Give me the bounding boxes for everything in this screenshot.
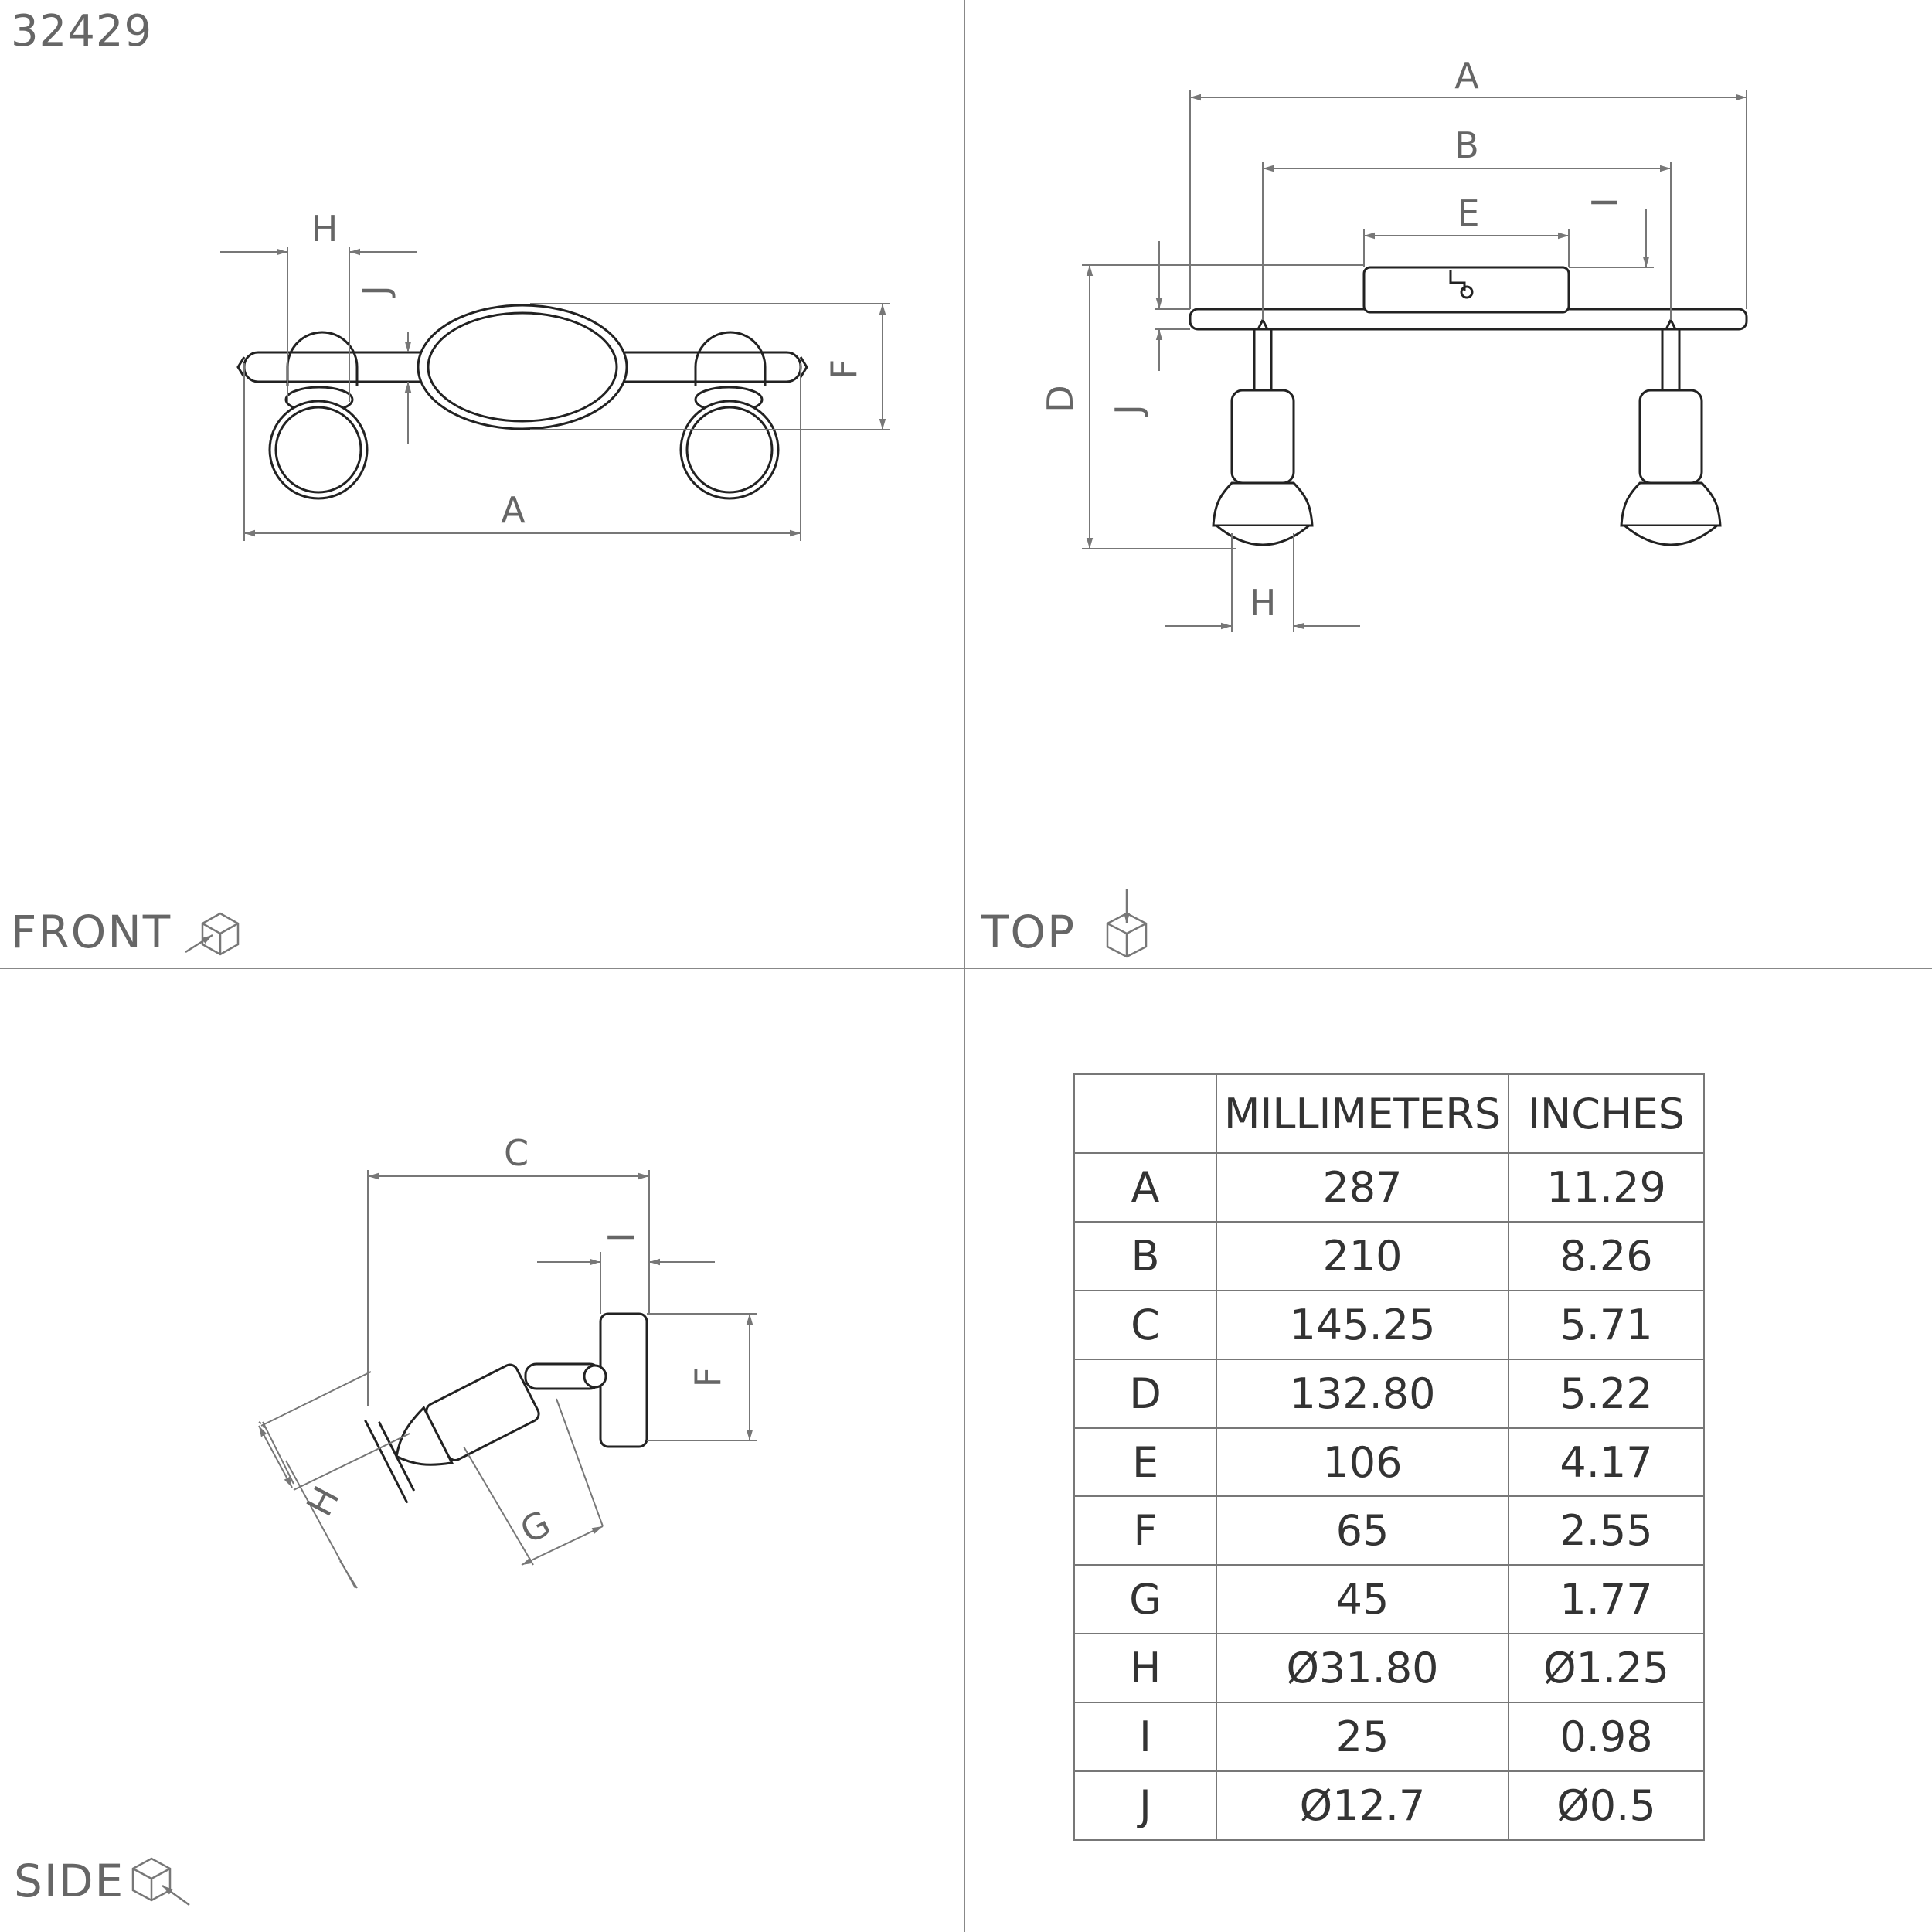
row-mm: Ø12.7	[1216, 1770, 1509, 1841]
table-row: E 106 4.17	[1073, 1427, 1705, 1498]
row-in: 4.17	[1508, 1427, 1705, 1498]
row-label: E	[1073, 1427, 1217, 1498]
side-dim-g-label: G	[514, 1502, 557, 1552]
table-row: J Ø12.7 Ø0.5	[1073, 1770, 1705, 1841]
row-mm: 106	[1216, 1427, 1509, 1498]
row-label: H	[1073, 1633, 1217, 1704]
table-row: F 65 2.55	[1073, 1495, 1705, 1566]
side-view-label: SIDE	[14, 1855, 125, 1907]
table-header-inches: INCHES	[1508, 1073, 1705, 1154]
top-view-label: TOP	[981, 906, 1077, 958]
row-label: G	[1073, 1564, 1217, 1635]
row-in: Ø0.5	[1508, 1770, 1705, 1841]
table-header-millimeters: MILLIMETERS	[1216, 1073, 1509, 1154]
row-label: J	[1073, 1770, 1217, 1841]
front-view-cube-icon	[185, 912, 240, 956]
row-label: F	[1073, 1495, 1217, 1566]
table-row: D 132.80 5.22	[1073, 1358, 1705, 1429]
table-row: A 287 11.29	[1073, 1152, 1705, 1223]
row-in: 0.98	[1508, 1702, 1705, 1773]
row-in: 8.26	[1508, 1220, 1705, 1291]
side-view-drawing	[364, 1312, 648, 1504]
horizontal-divider	[0, 968, 1932, 969]
front-view-drawing	[236, 304, 808, 500]
row-label: I	[1073, 1702, 1217, 1773]
row-in: Ø1.25	[1508, 1633, 1705, 1704]
row-mm: 25	[1216, 1702, 1509, 1773]
row-mm: 145.25	[1216, 1289, 1509, 1360]
row-mm: 45	[1216, 1564, 1509, 1635]
row-mm: 287	[1216, 1152, 1509, 1223]
table-row: G 45 1.77	[1073, 1564, 1705, 1635]
table-row: B 210 8.26	[1073, 1220, 1705, 1291]
row-in: 11.29	[1508, 1152, 1705, 1223]
row-mm: 132.80	[1216, 1358, 1509, 1429]
vertical-divider	[964, 0, 965, 1932]
table-header-row: MILLIMETERS INCHES	[1073, 1073, 1705, 1154]
front-view-label: FRONT	[11, 906, 172, 958]
row-label: C	[1073, 1289, 1217, 1360]
table-row: H Ø31.80 Ø1.25	[1073, 1633, 1705, 1704]
front-dim-j-label: J	[355, 285, 396, 298]
row-in: 1.77	[1508, 1564, 1705, 1635]
table-row: I 25 0.98	[1073, 1702, 1705, 1773]
row-label: D	[1073, 1358, 1217, 1429]
side-dim-i-label: I	[600, 1232, 642, 1243]
top-view-cube-icon	[1106, 889, 1148, 958]
top-dim-e-label: E	[1457, 192, 1479, 234]
side-dim-h-label: H	[298, 1480, 348, 1523]
side-view-cube-icon	[131, 1857, 190, 1906]
front-dim-f-label: F	[823, 359, 865, 379]
front-view-dimensions	[220, 247, 890, 541]
front-dim-a-label: A	[501, 489, 526, 531]
side-dim-c-label: C	[504, 1132, 529, 1174]
top-dim-d-label: D	[1039, 385, 1081, 412]
row-in: 5.22	[1508, 1358, 1705, 1429]
table-row: C 145.25 5.71	[1073, 1289, 1705, 1360]
top-view-dimensions	[1082, 90, 1747, 632]
top-dim-i-label: I	[1584, 197, 1626, 208]
top-view-drawing	[1189, 266, 1748, 546]
table-header-empty	[1073, 1073, 1217, 1154]
row-in: 5.71	[1508, 1289, 1705, 1360]
side-dim-f-label: F	[687, 1367, 729, 1387]
row-label: B	[1073, 1220, 1217, 1291]
top-dim-a-label: A	[1454, 55, 1479, 97]
model-number: 32429	[11, 6, 153, 56]
dimension-table: MILLIMETERS INCHES A 287 11.29 B 210 8.2…	[1073, 1073, 1705, 1841]
row-mm: Ø31.80	[1216, 1633, 1509, 1704]
row-in: 2.55	[1508, 1495, 1705, 1566]
row-mm: 65	[1216, 1495, 1509, 1566]
top-dim-b-label: B	[1454, 124, 1479, 166]
side-view-dimensions	[258, 1170, 757, 1589]
row-mm: 210	[1216, 1220, 1509, 1291]
row-label: A	[1073, 1152, 1217, 1223]
front-dim-h-label: H	[311, 208, 338, 250]
top-dim-j-label: J	[1107, 404, 1149, 417]
top-dim-h-label: H	[1250, 582, 1277, 624]
